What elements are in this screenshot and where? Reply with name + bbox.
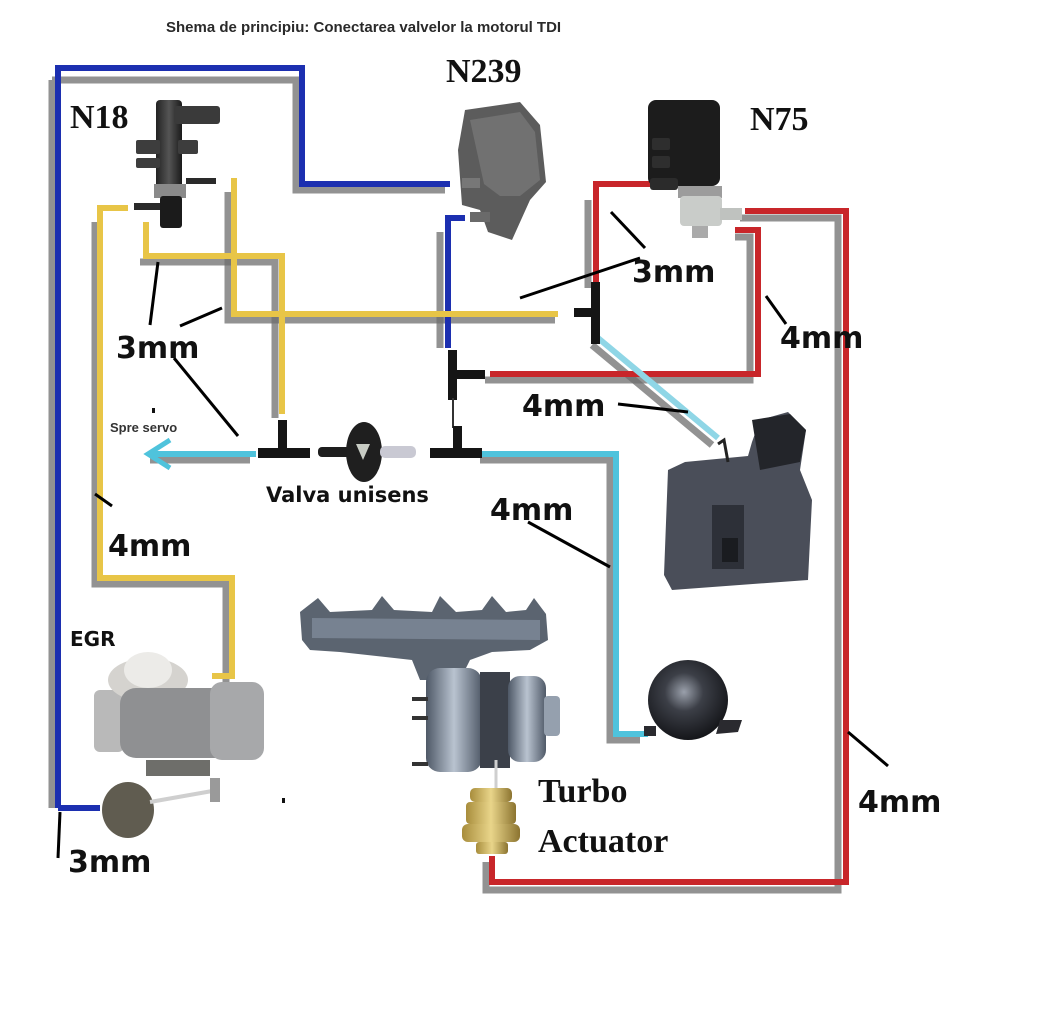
blue-tubes bbox=[55, 65, 465, 811]
size-label-4mm-turbo-red: 4mm bbox=[858, 785, 941, 820]
size-label-4mm-reservoir: 4mm bbox=[490, 493, 573, 528]
size-label-4mm-egr-yellow: 4mm bbox=[108, 529, 191, 564]
tube-shadows bbox=[48, 76, 842, 894]
tee-connector-valva-left bbox=[258, 420, 310, 458]
size-label-3mm-n75: 3mm bbox=[632, 255, 715, 290]
size-leaders bbox=[56, 210, 889, 859]
tee-connector-n75 bbox=[574, 282, 600, 344]
red-tube-n75-unisens-tee bbox=[490, 227, 761, 377]
tee-connector-valva-right bbox=[430, 426, 482, 458]
stray-dot bbox=[282, 798, 285, 803]
n18-label: N18 bbox=[70, 99, 129, 136]
egr-valve[interactable] bbox=[94, 652, 264, 838]
air-filter-box[interactable] bbox=[664, 412, 812, 590]
turbo-label-line2: Actuator bbox=[538, 823, 668, 860]
egr-label: EGR bbox=[70, 627, 115, 651]
size-label-4mm-airfilter: 4mm bbox=[522, 389, 605, 424]
size-label-3mm-n18: 3mm bbox=[116, 331, 199, 366]
turbocharger[interactable] bbox=[300, 596, 560, 772]
yellow-tube-n18-servo-tee bbox=[143, 222, 285, 414]
red-tubes bbox=[489, 181, 849, 885]
yellow-tubes bbox=[97, 178, 558, 679]
cyan-tubes bbox=[150, 335, 720, 737]
vacuum-reservoir[interactable] bbox=[644, 660, 742, 740]
size-labels: 3mm 4mm 3mm 4mm 4mm 4mm 4mm 3mm bbox=[68, 255, 941, 880]
n239-valve[interactable] bbox=[458, 102, 546, 240]
cyan-tube-reservoir bbox=[482, 451, 648, 737]
blue-tube-n239-tee bbox=[445, 215, 465, 348]
n18-valve[interactable] bbox=[134, 100, 220, 228]
stray-dot bbox=[152, 408, 155, 413]
size-label-3mm-egr-blue: 3mm bbox=[68, 845, 151, 880]
n75-label: N75 bbox=[750, 101, 809, 138]
red-tube-n75-tee bbox=[593, 181, 650, 288]
turbo-label-line1: Turbo bbox=[538, 773, 627, 810]
diagram-title: Shema de principiu: Conectarea valvelor … bbox=[166, 19, 561, 36]
valva-unisens[interactable] bbox=[318, 422, 416, 482]
tee-connectors bbox=[258, 282, 600, 458]
blue-tube-n239-egr bbox=[55, 65, 450, 811]
size-label-4mm-n75-right: 4mm bbox=[780, 321, 863, 356]
red-tube-n75-turbo bbox=[489, 208, 849, 885]
tee-connector-n239 bbox=[448, 350, 485, 400]
turbo-actuator[interactable] bbox=[462, 760, 520, 854]
n239-label: N239 bbox=[446, 53, 522, 90]
yellow-tube-n18-egr bbox=[97, 205, 235, 679]
valva-unisens-label: Valva unisens bbox=[266, 483, 429, 507]
servo-label: Spre servo bbox=[110, 420, 177, 435]
n75-valve[interactable] bbox=[648, 100, 742, 238]
yellow-tube-n18-n75-tee bbox=[231, 178, 558, 317]
cyan-tube-airfilter bbox=[596, 335, 720, 441]
servo-arrow-icon bbox=[143, 437, 172, 471]
